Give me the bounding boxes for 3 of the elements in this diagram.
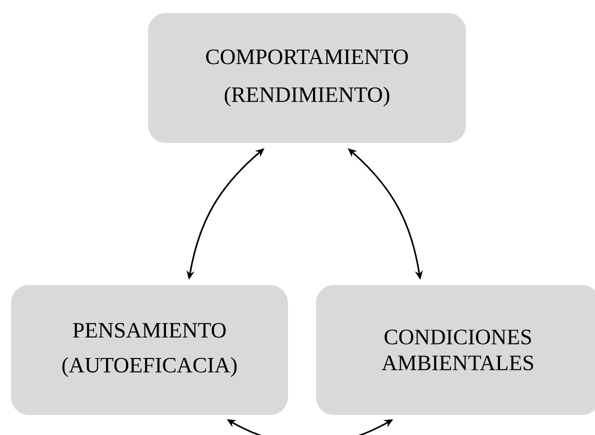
process-box: COMPORTAMIENTO (RENDIMIENTO) [148, 13, 466, 143]
process-box: PENSAMIENTO (AUTOEFICACIA) [11, 285, 288, 415]
process-box: CONDICIONES AMBIENTALES [316, 285, 595, 415]
